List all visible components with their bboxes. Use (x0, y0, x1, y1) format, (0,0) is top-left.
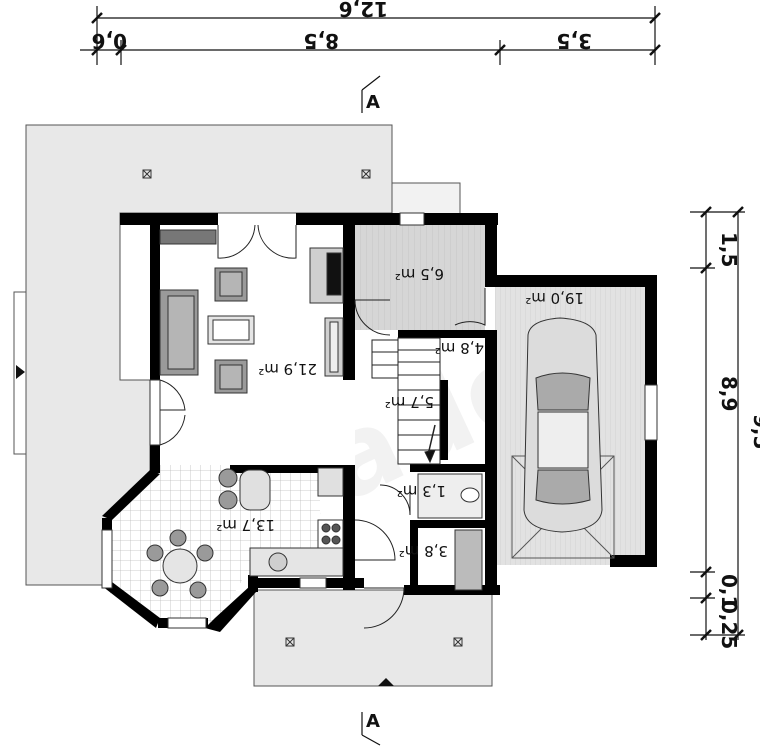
doors (159, 224, 486, 629)
stairs (371, 337, 441, 465)
section-marker-bottom (361, 712, 381, 746)
room-label-hall: 5,7 m² (385, 393, 434, 411)
dim-top-left: 0,6 (92, 29, 127, 53)
side-dimensions (690, 206, 745, 641)
kitchen-furniture (146, 467, 344, 599)
room-label-entry: 3,8 m² (399, 542, 448, 560)
dim-top-total: 12,6 (339, 0, 388, 21)
dim-side-bottom-a: 0,1 (717, 574, 741, 609)
dim-side-bottom-b: 0,25 (717, 600, 741, 649)
balcony-top (391, 182, 461, 216)
section-marker-top (361, 75, 381, 113)
windows (101, 212, 658, 629)
top-dimensions (80, 6, 661, 65)
living-furniture (159, 229, 344, 394)
room-label-living: 21,9 m² (258, 360, 317, 378)
dim-top-right: 3,5 (557, 29, 592, 53)
dim-top-mid: 8,5 (304, 29, 339, 53)
room-label-kitchen-dining: 13,7 m² (216, 516, 275, 534)
dim-side-total: 9,5 (749, 414, 760, 449)
wc-fixtures (417, 473, 483, 591)
terrace-top-left (13, 124, 393, 586)
section-label-bottom: A (366, 711, 380, 732)
section-label-top: A (366, 92, 380, 113)
room-label-stair-hall: 4,8 m² (435, 339, 484, 357)
terrace-bottom (253, 589, 493, 687)
room-label-room-top: 6,5 m² (395, 265, 444, 283)
room-top-floor (355, 225, 485, 330)
room-label-wc: 1,3 m² (397, 482, 446, 500)
car (511, 317, 615, 559)
room-label-garage: 19,0 m² (525, 289, 584, 307)
dim-side-mid: 8,9 (717, 376, 741, 411)
dim-side-top: 1,5 (717, 232, 741, 267)
walls (102, 213, 657, 632)
